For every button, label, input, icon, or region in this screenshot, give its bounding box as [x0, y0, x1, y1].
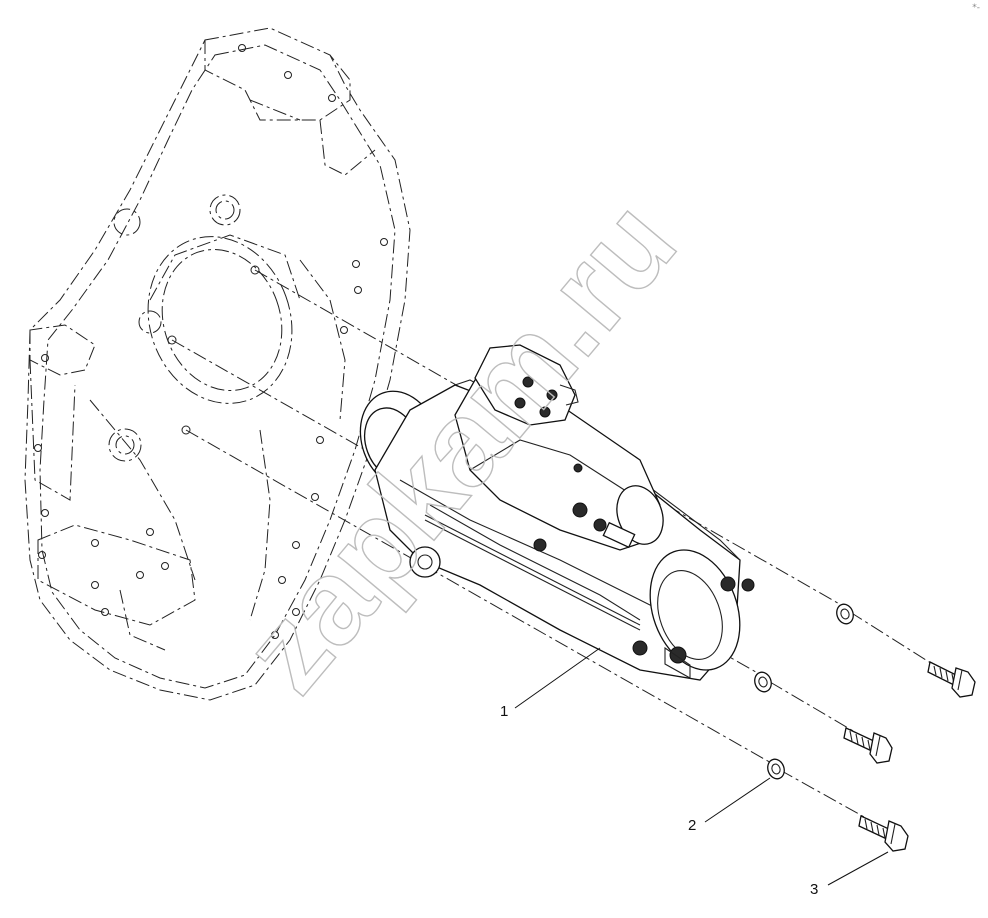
callout-3: 3: [810, 881, 818, 898]
starter-motor: [359, 344, 755, 681]
hex-bolts: [843, 661, 976, 852]
corner-mark: *-: [972, 3, 980, 13]
callout-leaders: [514, 647, 889, 886]
flywheel-housing: [24, 27, 411, 701]
callout-2: 2: [688, 817, 696, 834]
callout-1: 1: [500, 703, 508, 720]
lock-washers: [754, 603, 854, 780]
